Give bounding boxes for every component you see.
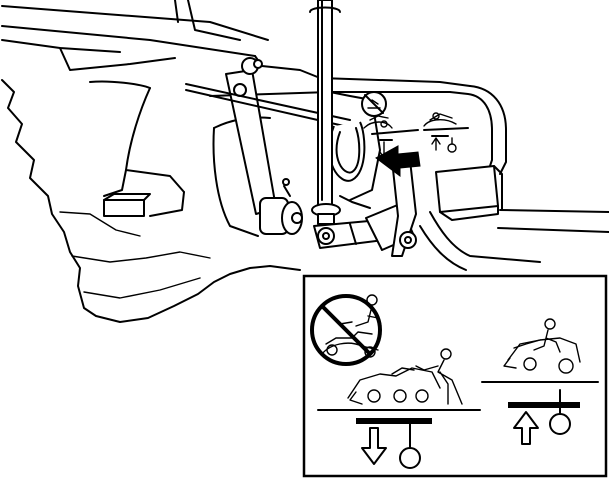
mower-hood (1, 0, 269, 71)
person-pushing-mower-icon (347, 348, 463, 405)
down-arrow-icon (356, 418, 432, 469)
decal-inset-box (302, 274, 608, 478)
side-rail (419, 85, 609, 271)
bypass-lever (225, 57, 303, 235)
rider-on-mower-icon (503, 318, 581, 374)
linkage-yoke (313, 159, 417, 257)
casting-edge (1, 79, 301, 323)
housing-decal (361, 91, 469, 159)
up-arrow-icon (508, 389, 580, 445)
vertical-shaft (309, 0, 341, 225)
no-ride-on-mower-icon (310, 294, 382, 366)
pointer-arrow-icon (375, 145, 421, 177)
